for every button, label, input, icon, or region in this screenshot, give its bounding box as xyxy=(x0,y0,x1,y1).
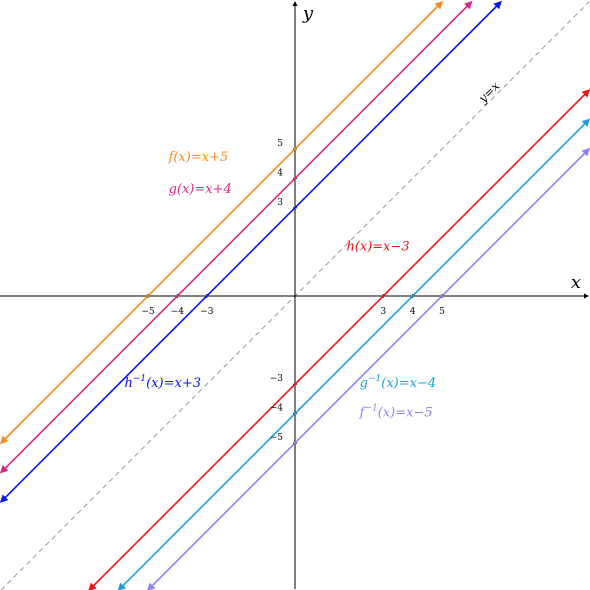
x-tick-label: 5 xyxy=(439,307,445,317)
series-line-g xyxy=(0,0,473,474)
series-label-finv: f−1(x)=x−5 xyxy=(359,404,433,421)
series-label-h: h(x)=x−3 xyxy=(346,239,409,254)
x-tick-label: −5 xyxy=(141,307,155,317)
y-tick-label: −4 xyxy=(270,404,284,414)
series-line-h xyxy=(88,89,590,590)
x-tick-label: 3 xyxy=(380,307,386,317)
series-line-finv xyxy=(146,147,590,590)
y-tick-label: 3 xyxy=(277,198,283,208)
series-label-g: g(x)=x+4 xyxy=(169,182,232,197)
series-label-f: f(x)=x+5 xyxy=(168,150,229,165)
x-axis-label: x xyxy=(571,272,581,293)
x-tick-label: 4 xyxy=(410,307,416,317)
series-label-hinv: h−1(x)=x+3 xyxy=(124,374,201,391)
x-tick-label: −4 xyxy=(171,307,185,317)
y-tick-label: 4 xyxy=(277,168,283,178)
x-tick-label: −3 xyxy=(200,307,214,317)
y-tick-label: 5 xyxy=(277,139,283,149)
diagonal-label: y=x xyxy=(475,79,502,106)
y-tick-label: −5 xyxy=(270,433,284,443)
label-layer: y=x x y −5 −4 −3 3 4 5 5 4 3 −3 −4 −5 f(x)=x+5 g(x)=x+4 h… xyxy=(124,3,581,443)
series-label-ginv: g−1(x)=x−4 xyxy=(360,374,436,391)
y-tick-label: −3 xyxy=(270,374,284,384)
series-line-hinv xyxy=(0,0,502,503)
y-axis-label: y xyxy=(302,3,314,24)
